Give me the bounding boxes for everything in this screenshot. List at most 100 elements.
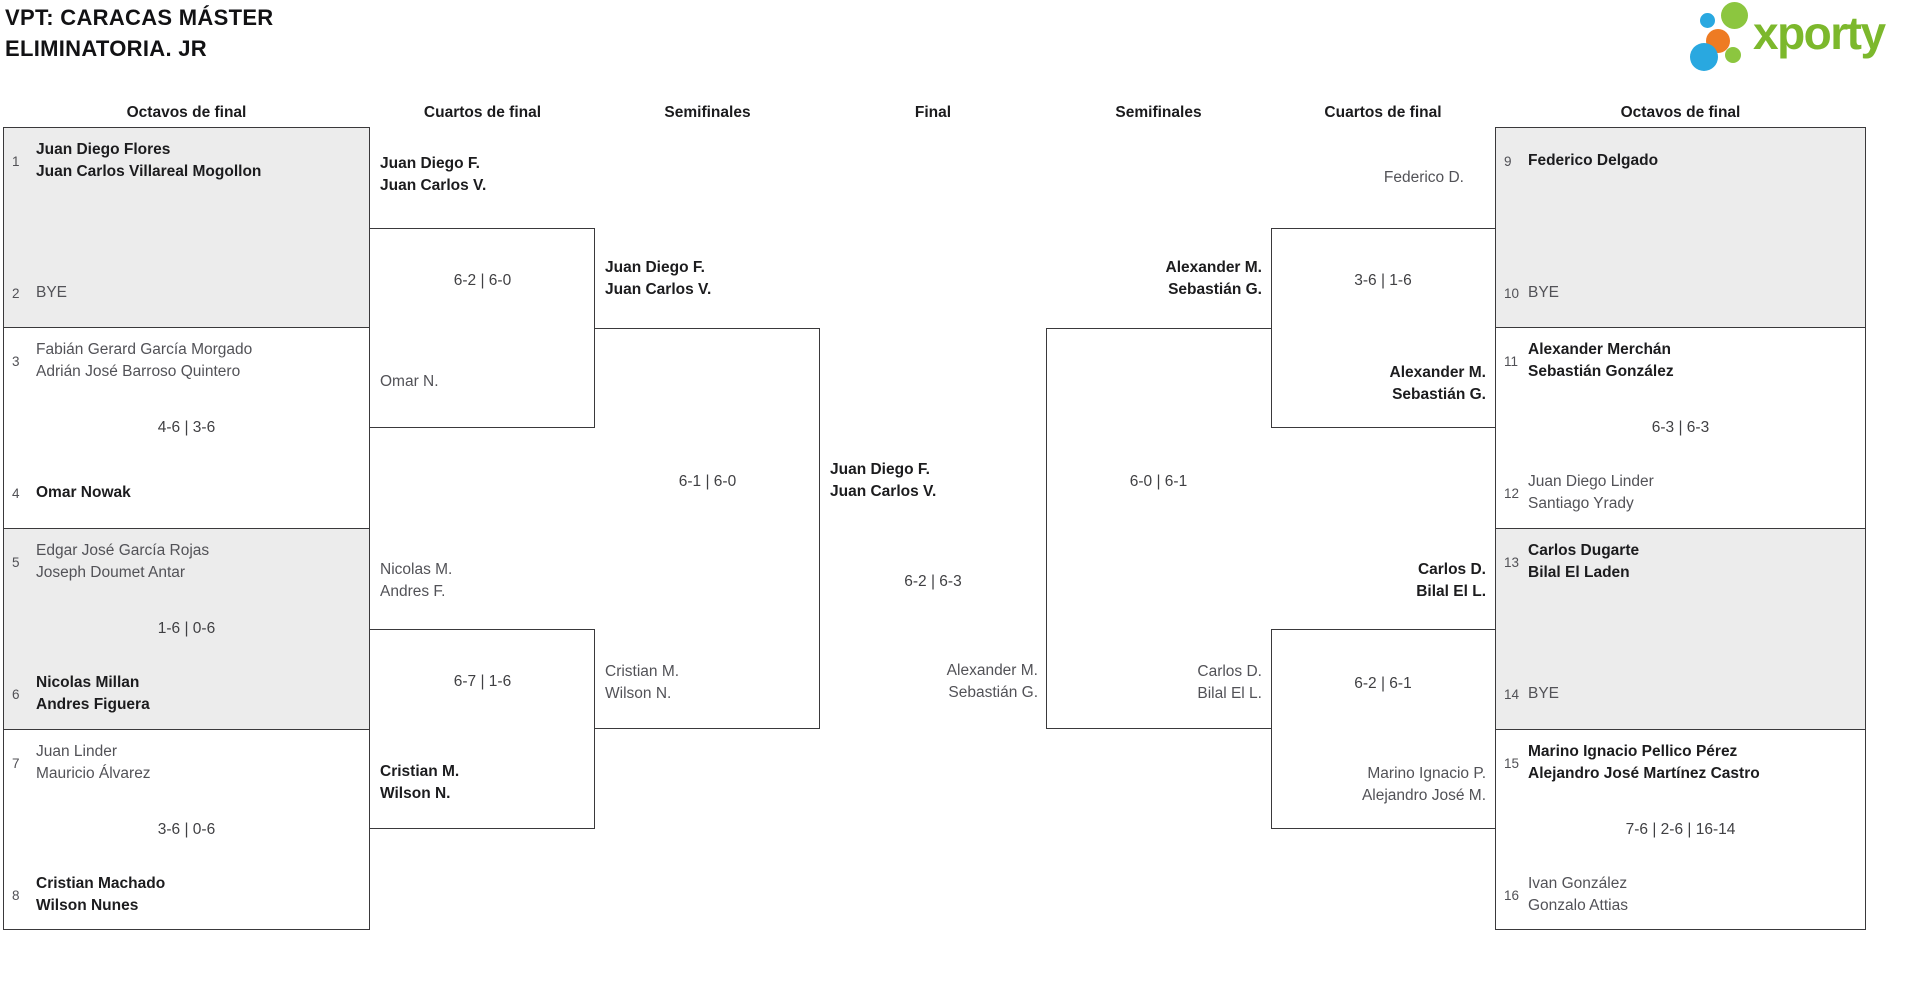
- team-name: Juan Linder: [36, 743, 118, 760]
- team-slot: 3 Fabián Gerard García Morgado Adrián Jo…: [4, 328, 363, 394]
- match-score: 6-2 | 6-1: [1354, 675, 1412, 692]
- team-name: Bilal El L.: [1416, 583, 1486, 600]
- round-header-semis-left: Semifinales: [664, 104, 751, 121]
- match-box-r16-7: 13 Carlos Dugarte Bilal El Laden 14 BYE: [1495, 528, 1866, 730]
- team-name: Cristian Machado: [36, 875, 166, 892]
- round-header-octavos-right: Octavos de final: [1620, 104, 1741, 121]
- connector-qf-left-1: [370, 228, 595, 428]
- logo-dot-green-small-icon: [1725, 47, 1741, 63]
- seed-number: 7: [12, 755, 20, 771]
- team: Alexander M. Sebastián G.: [1390, 362, 1486, 406]
- seed-number: 3: [12, 353, 20, 369]
- team-name: Juan Diego Linder: [1528, 473, 1654, 490]
- round-header-semis-right: Semifinales: [1115, 104, 1202, 121]
- team-name: Federico D.: [1383, 169, 1464, 186]
- team-slot: 7 Juan Linder Mauricio Álvarez: [4, 730, 363, 796]
- connector-sf-right: [1046, 328, 1271, 729]
- connector-sf-left: [595, 328, 820, 729]
- team-name: Juan Diego F.: [830, 461, 930, 478]
- round-header-final: Final: [914, 104, 952, 121]
- team-slot: 6 Nicolas Millan Andres Figuera: [4, 661, 363, 727]
- team-name: Gonzalo Attias: [1528, 897, 1628, 914]
- match-score: 6-1 | 6-0: [678, 473, 737, 490]
- seed-number: 13: [1504, 554, 1520, 570]
- team: BYE: [36, 282, 67, 304]
- team: Juan Diego Linder Santiago Yrady: [1528, 471, 1654, 515]
- team-name: Nicolas Millan: [36, 674, 140, 691]
- team: Carlos D. Bilal El L.: [1197, 661, 1262, 705]
- team-name: Omar Nowak: [36, 484, 131, 501]
- team: Alexander M. Sebastián G.: [947, 660, 1038, 704]
- team-name: Fabián Gerard García Morgado: [36, 341, 253, 358]
- team-name: Nicolas M.: [380, 561, 453, 578]
- team: Cristian Machado Wilson Nunes: [36, 873, 165, 917]
- match-box-r16-5: 9 Federico Delgado 10 BYE: [1495, 127, 1866, 328]
- team: Juan Linder Mauricio Álvarez: [36, 741, 151, 785]
- team-name: Cristian M.: [605, 663, 680, 680]
- team-name: Federico Delgado: [1528, 152, 1659, 169]
- team: Juan Diego F. Juan Carlos V.: [830, 459, 936, 503]
- team-slot: 4 Omar Nowak: [4, 460, 363, 526]
- team-name: Adrián José Barroso Quintero: [36, 363, 241, 380]
- team-name: Andres Figuera: [36, 696, 150, 713]
- team: Fabián Gerard García Morgado Adrián José…: [36, 339, 252, 383]
- match-box-r16-3: 5 Edgar José García Rojas Joseph Doumet …: [3, 528, 370, 730]
- team-name: Mauricio Álvarez: [36, 765, 151, 782]
- team-name: Juan Carlos V.: [380, 177, 487, 194]
- team-name: Alejandro José M.: [1361, 787, 1486, 804]
- team: Juan Diego Flores Juan Carlos Villareal …: [36, 139, 261, 183]
- team: Federico D.: [1384, 167, 1464, 189]
- team: Federico Delgado: [1528, 150, 1658, 172]
- connector-qf-left-2: [370, 629, 595, 829]
- team-name: Wilson N.: [605, 685, 672, 702]
- match-box-r16-2: 3 Fabián Gerard García Morgado Adrián Jo…: [3, 327, 370, 529]
- team-name: Juan Diego Flores: [36, 141, 171, 158]
- round-header-cuartos-right: Cuartos de final: [1324, 104, 1442, 121]
- team-name: Santiago Yrady: [1528, 495, 1634, 512]
- team: Cristian M. Wilson N.: [380, 761, 459, 805]
- logo-dot-blue-small-icon: [1700, 13, 1715, 28]
- match-box-r16-4: 7 Juan Linder Mauricio Álvarez 3-6 | 0-6…: [3, 729, 370, 930]
- team-name: Joseph Doumet Antar: [36, 564, 186, 581]
- connector-qf-right-1: [1271, 228, 1495, 428]
- team: BYE: [1528, 683, 1559, 705]
- seed-number: 1: [12, 153, 20, 169]
- team-slot: 1 Juan Diego Flores Juan Carlos Villarea…: [4, 128, 363, 194]
- seed-number: 15: [1504, 755, 1520, 771]
- team-name: Juan Diego F.: [380, 155, 480, 172]
- team: Cristian M. Wilson N.: [605, 661, 679, 705]
- team-slot: 14 BYE: [1496, 661, 1859, 727]
- match-score: 3-6 | 1-6: [1354, 272, 1412, 289]
- team: Alexander Merchán Sebastián González: [1528, 339, 1674, 383]
- team-slot: 9 Federico Delgado: [1496, 128, 1859, 194]
- match-box-r16-8: 15 Marino Ignacio Pellico Pérez Alejandr…: [1495, 729, 1866, 930]
- seed-number: 5: [12, 554, 20, 570]
- title-line-1: VPT: CARACAS MÁSTER: [5, 5, 274, 30]
- match-box-r16-6: 11 Alexander Merchán Sebastián González …: [1495, 327, 1866, 529]
- seed-number: 9: [1504, 153, 1512, 169]
- team: Carlos Dugarte Bilal El Laden: [1528, 540, 1639, 584]
- match-score: 6-0 | 6-1: [1129, 473, 1188, 490]
- team-name: Juan Diego F.: [605, 259, 705, 276]
- team-name: Wilson N.: [380, 785, 451, 802]
- round-header-octavos-left: Octavos de final: [126, 104, 247, 121]
- team-name: Marino Ignacio P.: [1367, 765, 1486, 782]
- team-name: Alexander Merchán: [1528, 341, 1671, 358]
- seed-number: 4: [12, 485, 20, 501]
- team: Nicolas Millan Andres Figuera: [36, 672, 150, 716]
- team-name: Sebastián G.: [1168, 281, 1262, 298]
- team-name: Edgar José García Rojas: [36, 542, 210, 559]
- team-name: Alexander M.: [1389, 364, 1486, 381]
- team-name: Sebastián G.: [948, 684, 1038, 701]
- team: Omar N.: [380, 371, 439, 393]
- team-slot: 11 Alexander Merchán Sebastián González: [1496, 328, 1859, 394]
- team: Edgar José García Rojas Joseph Doumet An…: [36, 540, 209, 584]
- team-name: Sebastián G.: [1392, 386, 1486, 403]
- match-score: 6-2 | 6-3: [904, 573, 962, 590]
- seed-number: 6: [12, 686, 20, 702]
- team: Marino Ignacio P. Alejandro José M.: [1362, 763, 1486, 807]
- team-name: Juan Carlos Villareal Mogollon: [36, 163, 262, 180]
- round-header-cuartos-left: Cuartos de final: [423, 104, 542, 121]
- team-name: Carlos Dugarte: [1528, 542, 1640, 559]
